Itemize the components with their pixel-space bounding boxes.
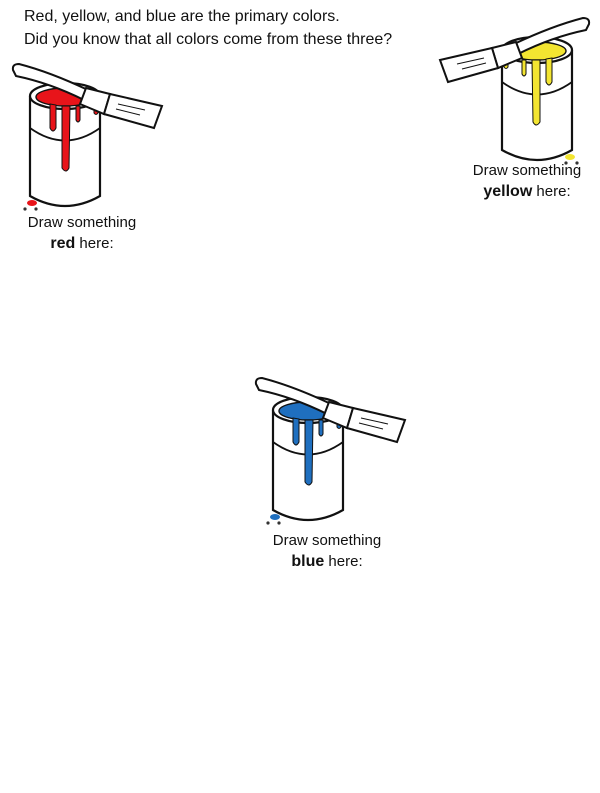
intro-line-1: Red, yellow, and blue are the primary co… xyxy=(24,8,340,25)
paint-can-icon xyxy=(432,12,592,167)
yellow-suffix: here: xyxy=(532,183,571,200)
paint-can-icon xyxy=(10,58,170,213)
red-prompt: Draw something xyxy=(27,214,137,231)
red-suffix: here: xyxy=(75,235,114,252)
yellow-word: yellow xyxy=(483,183,533,200)
yellow-prompt: Draw something xyxy=(472,162,582,179)
red-paint-can-illustration xyxy=(10,58,170,213)
red-caption: Draw something red here: xyxy=(2,212,162,254)
yellow-paint-can-illustration xyxy=(432,12,592,167)
yellow-caption: Draw something yellow here: xyxy=(447,160,600,202)
intro-line-2: Did you know that all colors come from t… xyxy=(24,31,393,48)
blue-word: blue xyxy=(291,553,325,570)
paint-can-icon xyxy=(253,372,413,527)
blue-caption: Draw something blue here: xyxy=(247,530,407,572)
red-word: red xyxy=(50,235,76,252)
blue-suffix: here: xyxy=(324,553,363,570)
blue-paint-can-illustration xyxy=(253,372,413,527)
blue-prompt: Draw something xyxy=(272,532,382,549)
intro-text: Red, yellow, and blue are the primary co… xyxy=(24,5,392,51)
